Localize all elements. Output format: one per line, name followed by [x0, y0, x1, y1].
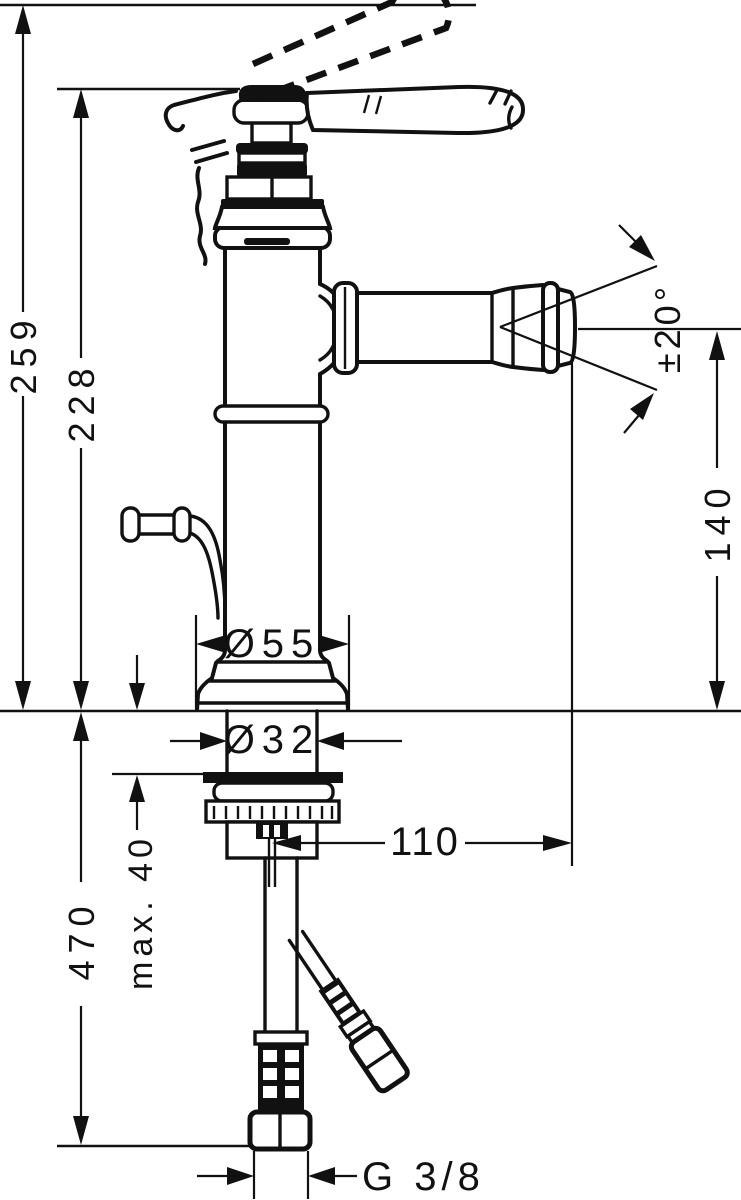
column [213, 246, 330, 614]
break-squiggle [163, 89, 238, 266]
spout-end-cap [556, 286, 578, 369]
pull-rod [120, 506, 227, 620]
valve-slot-2 [274, 825, 280, 837]
dim-label-thread: G 3/8 [362, 1155, 485, 1199]
dim-thread-g38: G 3/8 [197, 1151, 485, 1199]
dim-dia-32: Ø32 [170, 718, 402, 762]
head-band-black-1 [221, 199, 324, 208]
arrow-right-icon [227, 1167, 254, 1185]
lever-tip-slash-2 [503, 89, 513, 106]
head-band-white [237, 151, 307, 165]
arrow-left-icon [196, 635, 226, 653]
arrow-down-icon [73, 1116, 89, 1145]
mounting-nut-knurling [212, 806, 334, 819]
squiggle-hook [163, 89, 238, 133]
dim-label-max40: max. 40 [122, 834, 160, 990]
dim-110: 110 [272, 363, 574, 866]
lever-joint-line-1 [362, 94, 371, 114]
lever-joint-line-2 [374, 95, 383, 115]
dim-label-259: 259 [3, 313, 44, 394]
reference-lines [0, 3, 741, 1148]
handle-lever-raised-dashed [251, 0, 453, 102]
flex-hose-diagonal [287, 929, 410, 1094]
base-right-profile [318, 610, 350, 712]
hose-collar [253, 1030, 309, 1046]
leader-lower [623, 413, 641, 434]
pull-rod-tube-lower [188, 531, 220, 620]
arrow-up-icon [15, 5, 31, 34]
base [195, 610, 350, 712]
spout-taper-bottom [490, 360, 515, 369]
arrow-lower-icon [630, 393, 654, 420]
arrow-right-icon [543, 835, 572, 851]
head-split-band [225, 175, 313, 201]
squiggle-slash-2 [194, 151, 229, 164]
column-ring [213, 404, 330, 424]
seal-flange [203, 772, 343, 783]
arrow-left-icon [272, 835, 301, 851]
arrow-right-icon [319, 635, 349, 653]
faucet-body [120, 0, 578, 1152]
hub-band [232, 98, 310, 125]
head-skirt [212, 205, 333, 230]
dim-label-110: 110 [390, 820, 460, 864]
head-band-black-2 [237, 163, 307, 177]
washer [212, 781, 335, 803]
arrow-down-icon [709, 681, 725, 710]
dim-label-swivel: ±20° [647, 283, 688, 373]
pull-rod-collar [172, 506, 192, 543]
dim-max-40: max. 40 [112, 655, 203, 990]
lever-tip-curve [507, 105, 514, 130]
dim-label-470: 470 [61, 899, 102, 980]
arrow-left-icon [317, 732, 344, 750]
arrow-down-icon [129, 683, 145, 710]
valve-inner-block [256, 822, 288, 839]
dim-label-dia55: Ø55 [224, 622, 321, 666]
arrow-down-icon [15, 681, 31, 710]
angle-line-upper [499, 264, 658, 329]
pull-rod-tube-upper [188, 514, 227, 614]
dim-swivel-angle: ±20° [499, 224, 688, 434]
aerator-bottom [511, 365, 545, 372]
arrow-down-icon [73, 681, 89, 710]
arrow-right-icon [200, 732, 227, 750]
head-base-shadow [244, 238, 290, 245]
spout [318, 281, 578, 376]
dim-140: 140 [578, 327, 741, 710]
squiggle-slash-1 [190, 139, 226, 152]
arrow-up-icon [73, 89, 89, 118]
dim-dia-55: Ø55 [194, 615, 351, 709]
dim-label-140: 140 [697, 481, 738, 562]
valve-slot-1 [263, 825, 269, 837]
arrow-upper-icon [629, 235, 655, 261]
angle-line-lower [499, 325, 658, 392]
leader-upper [618, 224, 638, 244]
arrow-up-icon [73, 712, 89, 741]
spout-taper-top [490, 286, 515, 295]
cartridge-head [212, 85, 333, 250]
squiggle-wave [195, 166, 208, 266]
head-band-black-3 [236, 143, 308, 154]
lever-grip [304, 84, 526, 136]
handle-lever-solid [304, 84, 526, 136]
dim-259: 259 [3, 5, 44, 710]
arrow-up-icon [709, 331, 725, 360]
base-left-profile [195, 610, 227, 712]
dimensions: 259 228 470 max. 40 Ø55 [3, 5, 741, 1199]
spout-end-ring [541, 281, 560, 374]
arrow-up-icon [129, 775, 145, 802]
dim-228: 228 [61, 89, 102, 710]
arrow-left-icon [308, 1167, 335, 1185]
dim-label-228: 228 [61, 361, 102, 442]
pull-rod-knob [120, 506, 141, 543]
dim-label-dia32: Ø32 [224, 718, 321, 762]
braided-hose-vertical [258, 1044, 304, 1112]
lever-tip-slash-1 [488, 88, 499, 105]
undercounter-assembly [203, 709, 410, 1152]
dim-470: 470 [61, 712, 102, 1145]
hub-cap [238, 85, 306, 102]
aerator-top [511, 283, 545, 290]
